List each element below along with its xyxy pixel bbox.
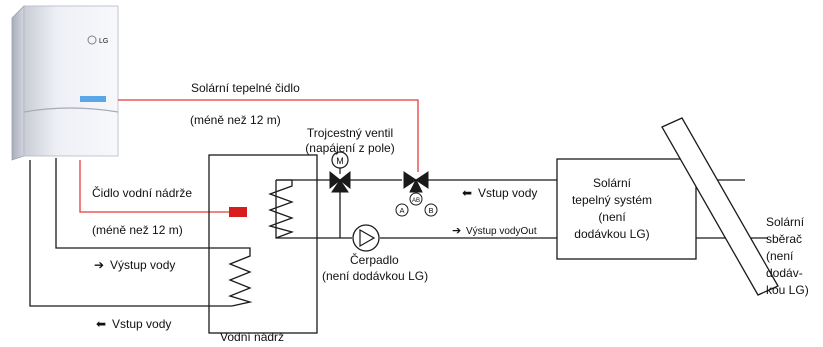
solar-collector <box>661 117 779 296</box>
system-label-1: Solární <box>593 176 632 190</box>
solar-thermal-system: Solární tepelný systém (není dodávkou LG… <box>556 158 697 260</box>
water-inlet-label: Vstup vody <box>112 317 171 331</box>
system-label-2: tepelný systém <box>572 193 652 207</box>
system-outlet-label: Výstup vodyOut <box>466 226 537 237</box>
pump-label-2: (není dodávkou LG) <box>322 269 428 283</box>
water-tank <box>208 154 318 334</box>
collector-label-5: kou LG) <box>766 283 809 297</box>
collector-label-3: (není <box>766 249 794 263</box>
port-b-icon <box>424 203 438 217</box>
system-label-4: dodávkou LG) <box>574 227 649 241</box>
lg-logo-icon <box>87 35 97 45</box>
brand-logo-text: LG <box>99 38 108 45</box>
system-label-3: (není <box>598 210 626 224</box>
pump-icon <box>359 228 376 248</box>
indoor-unit: LG <box>11 5 119 161</box>
valve-label-1: Trojcestný ventil <box>307 126 393 140</box>
solar-sensor-distance: (méně než 12 m) <box>190 113 281 127</box>
port-ab-icon <box>409 192 423 206</box>
collector-label-1: Solární <box>766 215 805 229</box>
arrow-left-icon: ⬅ <box>462 186 472 200</box>
collector-label-4: dodáv- <box>766 266 803 280</box>
flow-arrows: ➔ ⬅ ⬅ ➔ <box>94 186 472 331</box>
svg-text:A: A <box>399 206 404 215</box>
tank-sensor-distance: (méně než 12 m) <box>92 223 183 237</box>
port-a-icon <box>395 203 409 217</box>
valve-label-2: (napájení z pole) <box>305 141 394 155</box>
water-outlet-label: Výstup vody <box>110 258 175 272</box>
valve-icon <box>329 170 341 190</box>
sensor-wires <box>79 99 419 213</box>
tank-sensor-label: Čidlo vodní nádrže <box>92 185 192 200</box>
arrow-right-icon: ➔ <box>94 258 104 272</box>
arrow-right-icon: ➔ <box>452 225 461 237</box>
three-way-valve-2: A AB B <box>395 171 438 217</box>
solar-sensor-label: Solární tepelné čidlo <box>191 81 300 95</box>
tank-upper-coil <box>267 179 295 239</box>
pipes <box>29 158 768 307</box>
unit-indicator <box>80 96 106 102</box>
pump-label-1: Čerpadlo <box>350 252 399 267</box>
svg-text:B: B <box>428 206 433 215</box>
svg-text:AB: AB <box>412 198 420 204</box>
system-inlet-label: Vstup vody <box>478 186 537 200</box>
arrow-left-icon: ⬅ <box>96 317 106 331</box>
tank-sensor <box>229 207 247 217</box>
valve-icon <box>403 171 417 189</box>
tank-label: Vodní nádrž <box>220 330 284 344</box>
svg-text:M: M <box>336 156 344 166</box>
tank-lower-coil <box>228 247 253 307</box>
three-way-valve-1: M <box>329 151 351 193</box>
collector-label-2: sběrač <box>766 232 802 246</box>
pump <box>352 224 380 252</box>
